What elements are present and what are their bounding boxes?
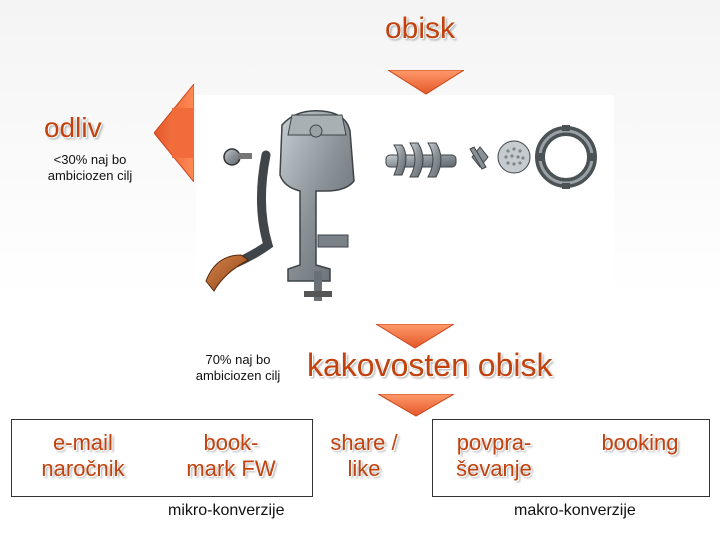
arrow-left-outflow-icon bbox=[154, 84, 194, 182]
arrow-down-bottom-icon bbox=[378, 394, 454, 417]
macro-conversions-label: makro-konverzije bbox=[514, 502, 636, 519]
stage-bookmark: book- mark FW bbox=[186, 430, 276, 481]
title-obisk: obisk bbox=[385, 12, 456, 45]
micro-conversions-frame bbox=[11, 419, 313, 497]
meat-grinder-icon bbox=[205, 110, 597, 301]
stage-booking: booking bbox=[601, 430, 679, 455]
quality-note: 70% naj bo ambiciozen cilj bbox=[195, 352, 281, 383]
arrow-down-middle-icon bbox=[376, 324, 454, 349]
quality-visit-label: kakovosten obisk bbox=[307, 347, 553, 383]
meat-grinder-image bbox=[196, 95, 614, 313]
arrow-down-top-icon bbox=[388, 70, 464, 95]
outflow-label: odliv bbox=[44, 112, 102, 143]
micro-conversions-label: mikro-konverzije bbox=[168, 502, 285, 519]
stage-inquiry: povpra- ševanje bbox=[456, 430, 532, 481]
outflow-note: <30% naj bo ambiciozen cilj bbox=[47, 152, 133, 183]
stage-share-like: share / like bbox=[330, 430, 398, 481]
macro-conversions-frame bbox=[432, 419, 710, 497]
stage-email-subscriber: e-mail naročnik bbox=[41, 430, 125, 481]
